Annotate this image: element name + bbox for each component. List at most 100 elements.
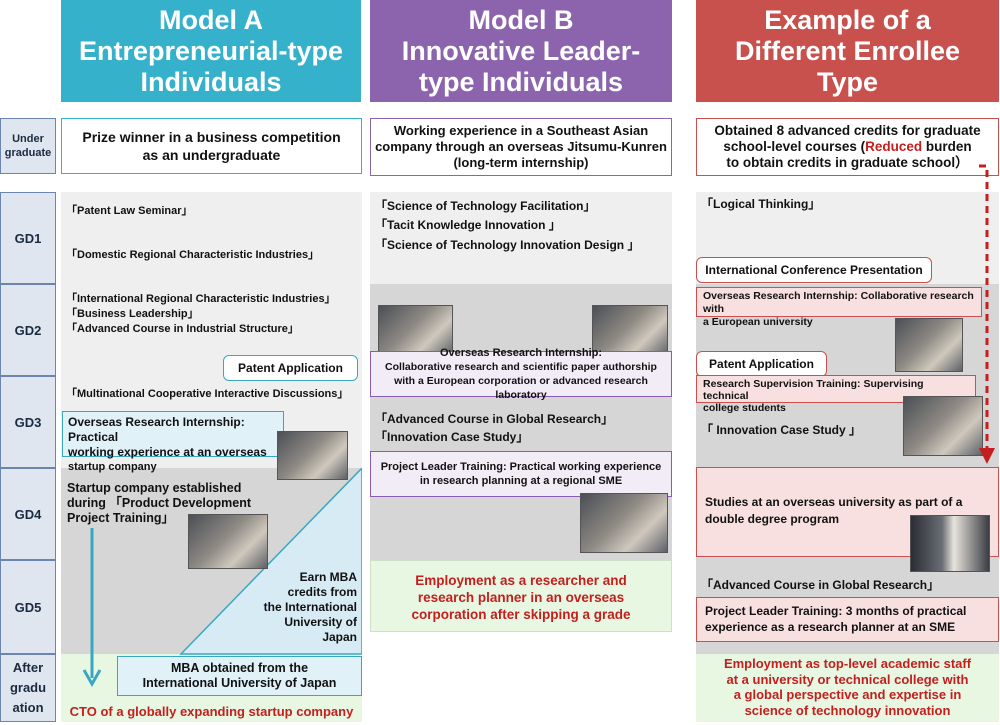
example-c-project-leader-line1: Project Leader Training: 3 months of pra…: [705, 604, 967, 618]
model-a-patent-application-label: Patent Application: [238, 361, 343, 375]
header-example-c: Example of a Different Enrollee Type: [696, 0, 999, 102]
model-a-overseas-line3: startup company: [68, 461, 157, 473]
example-c-patent-application: Patent Application: [696, 351, 827, 377]
model-b-global-research: 「Advanced Course in Global Research」: [375, 412, 614, 426]
model-a-intl-industries: 「International Regional Characteristic I…: [66, 293, 336, 305]
stage-gd1: GD1: [0, 192, 56, 284]
header-model-a-line3: Individuals: [140, 66, 282, 97]
model-b-employment-line3: corporation after skipping a grade: [411, 607, 631, 622]
example-c-project-leader-line2: experience as a research planner at an S…: [705, 620, 956, 634]
model-b-employment: Employment as a researcher and research …: [370, 572, 672, 623]
stage-gd2: GD2: [0, 284, 56, 376]
model-a-earn-mba-line2: credits from: [287, 585, 357, 599]
example-c-overseas-line1: Overseas Research Internship: Collaborat…: [703, 290, 974, 315]
example-c-employment-line4: science of technology innovation: [744, 702, 951, 718]
header-model-b-line2: Innovative Leader-: [401, 35, 641, 66]
model-b-facilitation: 「Science of Technology Facilitation」: [375, 199, 596, 213]
undergrad-example-c-reduced: Reduced: [865, 139, 923, 154]
model-b-innovation-design: 「Science of Technology Innovation Design…: [375, 238, 640, 252]
model-a-patent-application: Patent Application: [223, 355, 358, 381]
model-a-mba-obtained: MBA obtained from the International Univ…: [117, 656, 362, 696]
example-c-double-degree-line2: double degree program: [705, 512, 840, 526]
example-c-double-degree: Studies at an overseas university as par…: [696, 467, 999, 557]
undergrad-model-a-line1: Prize winner in a business competition: [82, 129, 341, 145]
undergrad-example-c-line2-pre: school-level courses (: [723, 139, 866, 154]
example-c-case-study: 「 Innovation Case Study 」: [701, 423, 862, 437]
example-c-employment-line3: a global perspective and expertise in: [733, 687, 962, 702]
model-a-domestic-industries: 「Domestic Regional Characteristic Indust…: [66, 249, 320, 261]
model-a-down-arrow: [82, 528, 102, 688]
example-c-photo-handshake: [895, 318, 963, 372]
model-a-mba-triangle: [179, 468, 362, 655]
model-a-overseas-line2: working experience at an overseas: [68, 445, 267, 459]
example-c-overseas-internship: Overseas Research Internship: Collaborat…: [696, 287, 982, 328]
model-b-project-leader: Project Leader Training: Practical worki…: [370, 451, 672, 497]
model-b-employment-line2: research planner in an overseas: [417, 590, 625, 605]
model-b-photo-discussion: [592, 305, 668, 356]
undergrad-model-b-box: Working experience in a Southeast Asian …: [370, 118, 672, 176]
model-b-project-leader-line1: Project Leader Training: Practical worki…: [380, 461, 662, 473]
stage-after-graduation: After gradu ation: [0, 654, 56, 722]
model-a-band-gd1: [61, 192, 362, 284]
example-c-conference: International Conference Presentation: [696, 257, 932, 283]
model-b-band-gd1: [370, 192, 672, 284]
undergrad-model-a-line2: as an undergraduate: [142, 147, 281, 163]
example-c-double-degree-line1: Studies at an overseas university as par…: [705, 495, 963, 509]
model-b-overseas-line3: with a European corporation or advanced …: [394, 375, 648, 401]
header-model-b: Model B Innovative Leader- type Individu…: [370, 0, 672, 102]
example-c-employment-line1: Employment as top-level academic staff: [723, 656, 972, 671]
undergrad-model-b-line2: company through an overseas Jitsumu-Kunr…: [375, 139, 667, 154]
stage-gd3: GD3: [0, 376, 56, 468]
example-c-overseas-line2: a European university: [703, 316, 813, 328]
example-c-project-leader: Project Leader Training: 3 months of pra…: [696, 597, 999, 642]
model-a-earn-mba-line4: University of: [284, 615, 357, 629]
header-example-c-line1: Example of a: [764, 4, 931, 35]
model-a-mba-obtained-line1: MBA obtained from the: [170, 661, 309, 675]
header-model-a-line1: Model A: [159, 4, 263, 35]
model-a-startup: Startup company established during 「Prod…: [62, 478, 260, 528]
model-b-overseas-line2: Collaborative research and scientific pa…: [385, 361, 657, 373]
header-model-a: Model A Entrepreneurial-type Individuals: [61, 0, 361, 102]
model-a-mba-obtained-line2: International University of Japan: [142, 676, 337, 690]
model-a-multinational: 「Multinational Cooperative Interactive D…: [66, 388, 349, 400]
example-c-photo-lab: [903, 396, 983, 456]
model-b-photo-handshake: [580, 493, 668, 553]
model-a-earn-mba-line5: Japan: [322, 630, 357, 644]
example-c-conference-label: International Conference Presentation: [705, 263, 923, 277]
example-c-band-after: [696, 654, 999, 722]
example-c-patent-application-label: Patent Application: [709, 357, 814, 371]
header-example-c-line3: Type: [816, 66, 878, 97]
undergrad-model-b-line1: Working experience in a Southeast Asian: [393, 123, 649, 138]
stage-gd4-label: GD4: [14, 506, 42, 522]
example-c-photo-equipment: [910, 515, 990, 572]
model-a-advanced-industrial: 「Advanced Course in Industrial Structure…: [66, 323, 299, 335]
undergrad-example-c-box: Obtained 8 advanced credits for graduate…: [696, 118, 999, 176]
header-model-b-line1: Model B: [468, 4, 574, 35]
undergrad-example-c-line3: to obtain credits in graduate school）: [726, 155, 969, 170]
stage-gd2-label: GD2: [14, 322, 42, 338]
example-c-dashed-arrow: [979, 164, 995, 464]
model-b-overseas-internship: Overseas Research Internship: Collaborat…: [370, 347, 672, 401]
model-b-band-gd5: [370, 560, 672, 632]
model-a-earn-mba-line3: the International: [263, 600, 357, 614]
header-example-c-line2: Different Enrollee: [734, 35, 961, 66]
stage-gd4: GD4: [0, 468, 56, 560]
model-b-tacit-knowledge: 「Tacit Knowledge Innovation 」: [375, 218, 561, 232]
undergrad-model-a-box: Prize winner in a business competition a…: [61, 118, 362, 174]
model-a-overseas-internship: Overseas Research Internship: Practical …: [62, 411, 284, 473]
stage-gd5-label: GD5: [14, 599, 42, 615]
model-a-photo-meeting: [277, 431, 348, 480]
model-b-overseas-line1: Overseas Research Internship:: [439, 347, 603, 359]
stage-undergraduate-label: Under graduate: [4, 133, 52, 159]
undergrad-model-b-line3: (long-term internship): [453, 155, 589, 170]
model-a-startup-line1: Startup company established: [67, 481, 242, 495]
model-a-overseas-line1: Overseas Research Internship: Practical: [68, 415, 245, 444]
model-a-startup-line3: Project Training」: [67, 511, 174, 525]
header-model-b-line3: type Individuals: [418, 66, 624, 97]
stage-gd5: GD5: [0, 560, 56, 654]
undergrad-example-c-line2-post: burden: [922, 139, 972, 154]
example-c-logical-thinking: 「Logical Thinking」: [701, 197, 821, 211]
model-a-business-leadership: 「Business Leadership」: [66, 308, 199, 320]
example-c-supervision: Research Supervision Training: Supervisi…: [696, 375, 976, 414]
model-a-patent-law-seminar: 「Patent Law Seminar」: [66, 205, 193, 217]
